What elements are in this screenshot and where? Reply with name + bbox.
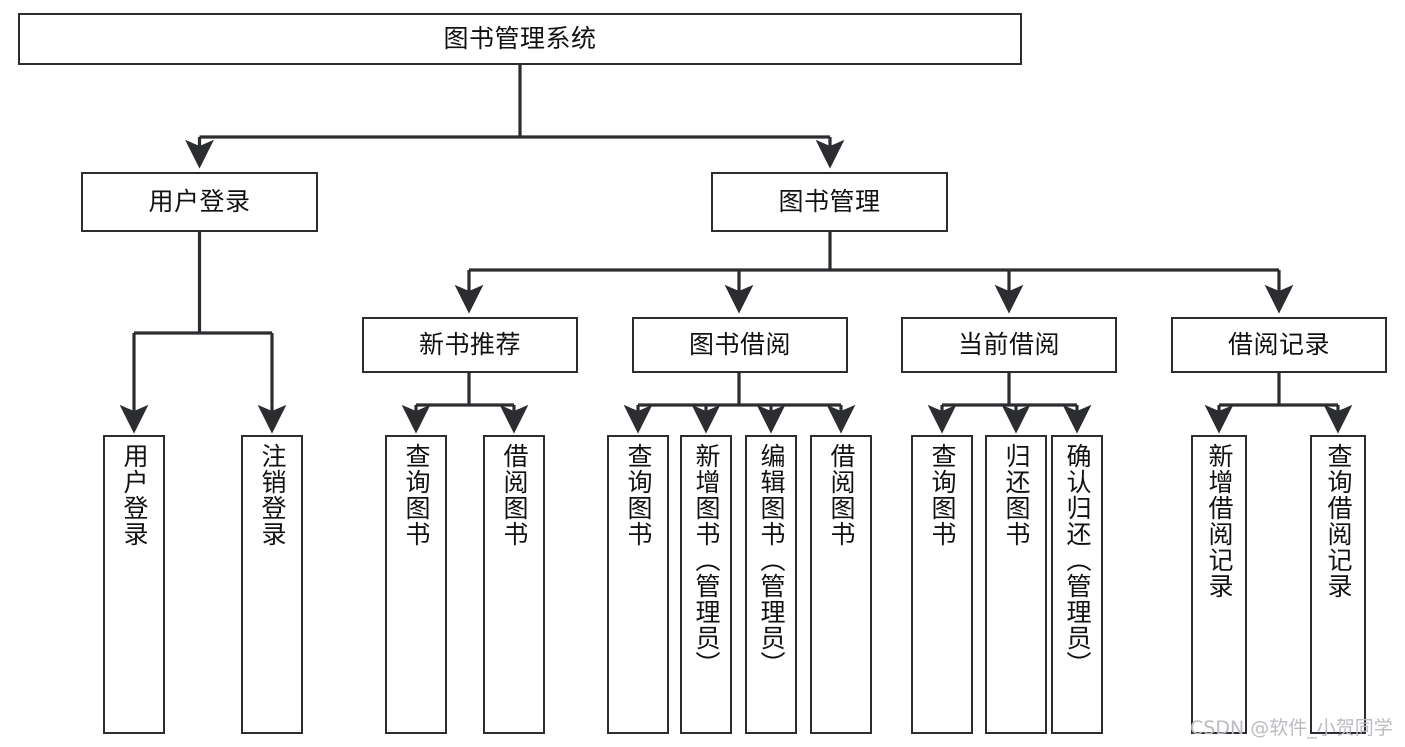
node-label: 当前借阅 (957, 329, 1060, 359)
node-label: 借阅图书 (500, 443, 529, 547)
node-current-borrow[interactable]: 当前借阅 (901, 317, 1117, 373)
node-label: 归还图书 (1002, 443, 1031, 547)
node-label: 借阅记录 (1227, 329, 1330, 359)
node-label: 新书推荐 (418, 329, 521, 359)
node-label: 图书借阅 (688, 329, 791, 359)
node-leaf-add-borrow-record[interactable]: 新增借阅记录 (1191, 435, 1247, 734)
node-leaf-edit-book-admin[interactable]: 编辑图书（管理员） (745, 435, 797, 734)
node-book-management[interactable]: 图书管理 (711, 172, 948, 232)
node-label: 用户登录 (148, 186, 251, 216)
node-leaf-return-book[interactable]: 归还图书 (985, 435, 1047, 734)
node-borrow-record[interactable]: 借阅记录 (1171, 317, 1387, 373)
node-leaf-query-borrow-record[interactable]: 查询借阅记录 (1310, 435, 1366, 734)
node-leaf-logout[interactable]: 注销登录 (241, 435, 303, 734)
node-leaf-query-book-current[interactable]: 查询图书 (911, 435, 973, 734)
csdn-watermark: CSDN @软件_小贺同学 (1190, 717, 1393, 739)
node-leaf-user-login[interactable]: 用户登录 (103, 435, 165, 734)
node-user-login[interactable]: 用户登录 (81, 172, 318, 232)
node-leaf-query-book-borrow[interactable]: 查询图书 (607, 435, 669, 734)
node-leaf-borrow-book[interactable]: 借阅图书 (810, 435, 872, 734)
node-label: 新增图书（管理员） (692, 443, 721, 677)
node-new-book-recommendation[interactable]: 新书推荐 (362, 317, 578, 373)
node-label: 查询图书 (928, 443, 957, 547)
node-label: 查询图书 (624, 443, 653, 547)
node-label: 确认归还（管理员） (1063, 443, 1092, 677)
node-label: 注销登录 (258, 443, 287, 547)
node-label: 图书管理系统 (443, 23, 597, 53)
node-label: 查询借阅记录 (1324, 443, 1353, 599)
node-book-borrow[interactable]: 图书借阅 (632, 317, 848, 373)
node-leaf-query-book-new-rec[interactable]: 查询图书 (385, 435, 447, 734)
node-label: 查询图书 (402, 443, 431, 547)
node-label: 新增借阅记录 (1205, 443, 1234, 599)
node-label: 借阅图书 (827, 443, 856, 547)
node-leaf-borrow-book-new-rec[interactable]: 借阅图书 (483, 435, 545, 734)
node-label: 用户登录 (120, 443, 149, 547)
node-label: 编辑图书（管理员） (757, 443, 786, 677)
node-label: 图书管理 (778, 186, 881, 216)
node-leaf-confirm-return-admin[interactable]: 确认归还（管理员） (1051, 435, 1103, 734)
node-root-book-management-system[interactable]: 图书管理系统 (18, 13, 1022, 65)
node-leaf-add-book-admin[interactable]: 新增图书（管理员） (680, 435, 732, 734)
